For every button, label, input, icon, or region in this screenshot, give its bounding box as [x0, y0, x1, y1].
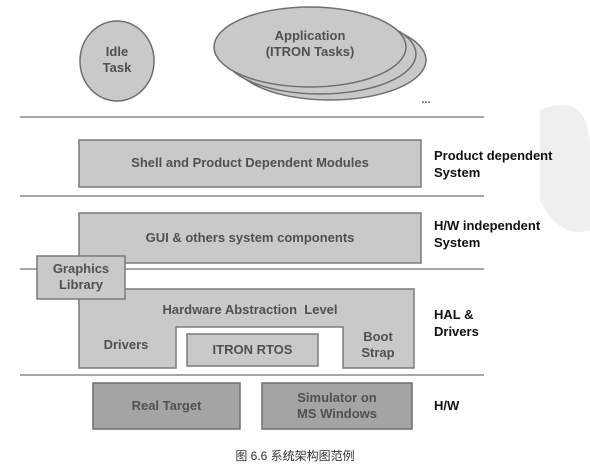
hal-box	[78, 288, 415, 369]
idle-task-ellipse	[79, 20, 155, 102]
application-label: Application (ITRON Tasks)	[265, 28, 355, 59]
shell-box	[78, 139, 422, 188]
side-label-hw: H/W	[434, 398, 460, 413]
application-ellipse-front	[213, 6, 407, 88]
idle-task-label: Idle Task	[102, 44, 132, 75]
drivers-label: Drivers	[103, 337, 149, 352]
real-target-label: Real Target	[131, 398, 202, 413]
ellipsis-label: ...	[421, 94, 431, 106]
side-label-hal-drivers: HAL & Drivers	[434, 307, 479, 339]
figure-caption: 图 6.6 系统架构图范例	[235, 449, 355, 463]
watermark-decoration	[540, 105, 590, 232]
side-label-hw-independent: H/W independent System	[434, 218, 541, 250]
graphics-library-label: Graphics Library	[52, 261, 110, 292]
hal-label: Hardware Abstraction Level	[162, 302, 338, 317]
boot-strap-label: Boot Strap	[361, 329, 395, 360]
gui-box	[78, 212, 422, 264]
side-label-product: Product dependent System	[434, 148, 553, 180]
simulator-label: Simulator on MS Windows	[296, 390, 378, 421]
graphics-library-box	[36, 255, 126, 300]
gui-label: GUI & others system components	[145, 230, 355, 245]
rtos-box	[186, 333, 319, 367]
simulator-box	[261, 382, 413, 430]
rtos-label: ITRON RTOS	[212, 342, 293, 357]
real-target-box	[92, 382, 241, 430]
shell-label: Shell and Product Dependent Modules	[131, 155, 369, 170]
